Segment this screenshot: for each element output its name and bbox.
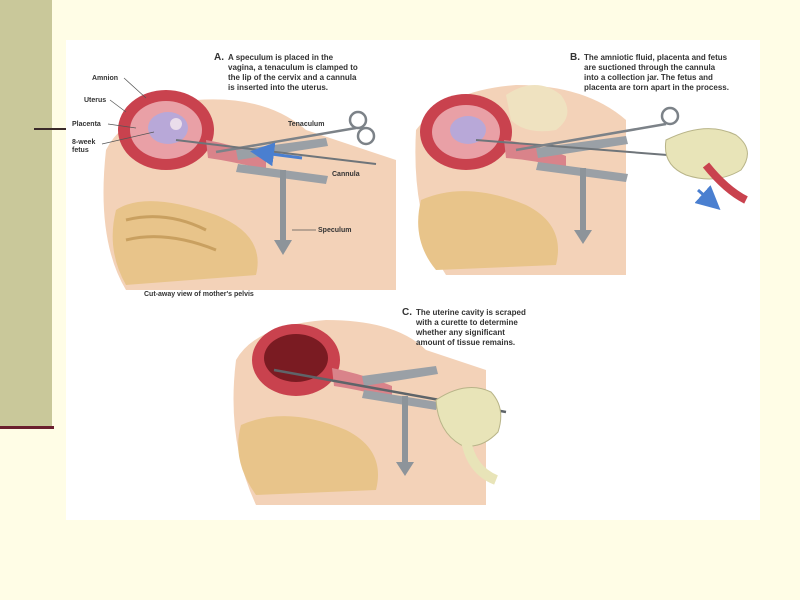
medical-illustration: A. A speculum is placed in the vagina, a… — [66, 40, 760, 520]
label-placenta: Placenta — [72, 121, 101, 128]
panel-a-caption-line-4: is inserted into the uterus. — [228, 83, 328, 92]
sidebar-panel — [0, 0, 52, 428]
panel-b-caption-line-3: into a collection jar. The fetus and — [584, 73, 713, 82]
panel-c-letter: C. — [402, 307, 412, 318]
suction-tube — [702, 162, 748, 204]
fetus — [148, 112, 188, 144]
gloved-hand-c — [435, 387, 502, 447]
pelvic-bone-b — [418, 191, 558, 270]
fetus-b — [450, 116, 486, 144]
panel-b-caption-line-4: placenta are torn apart in the process. — [584, 83, 729, 92]
pelvic-bone — [112, 201, 258, 285]
panel-c-caption-line-3: whether any significant — [415, 328, 505, 337]
insert-arrow — [250, 142, 303, 167]
panel-a-caption-line-2: vagina, a tenaculum is clamped to — [228, 63, 358, 72]
panel-b-letter: B. — [570, 52, 580, 63]
label-fetus-line-2: fetus — [72, 147, 89, 154]
bladder — [506, 85, 568, 132]
illustration-svg: A. A speculum is placed in the vagina, a… — [72, 52, 748, 505]
tenaculum-b — [515, 122, 667, 152]
panel-c: C. The uterine cavity is scraped with a … — [233, 307, 526, 505]
panel-a-letter: A. — [214, 52, 224, 63]
label-fetus-line-1: 8-week — [72, 139, 95, 146]
panel-a-footnote: Cut-away view of mother's pelvis — [144, 291, 254, 298]
panel-a: A. A speculum is placed in the vagina, a… — [72, 52, 396, 298]
panel-b: B. The amniotic fluid, placenta and fetu… — [415, 52, 748, 275]
panel-a-caption-line-3: the lip of the cervix and a cannula — [228, 73, 357, 82]
panel-c-caption-line-4: amount of tissue remains. — [416, 338, 515, 347]
label-cannula: Cannula — [332, 171, 360, 178]
pelvic-bone-c — [238, 416, 378, 495]
suction-arrow — [694, 185, 721, 210]
gloved-hand-b — [664, 128, 748, 180]
cannula — [175, 139, 377, 165]
panel-b-caption-line-1: The amniotic fluid, placenta and fetus — [584, 53, 728, 62]
bullet-tick — [34, 128, 68, 130]
label-tenaculum: Tenaculum — [288, 121, 324, 128]
panel-b-caption-line-2: are suctioned through the cannula — [584, 63, 716, 72]
label-speculum: Speculum — [318, 227, 351, 234]
label-amnion: Amnion — [92, 75, 118, 82]
sidebar-accent-rule — [0, 426, 54, 429]
speculum-handle — [280, 170, 286, 240]
panel-c-caption-line-2: with a curette to determine — [415, 318, 518, 327]
panel-c-caption-line-1: The uterine cavity is scraped — [416, 308, 526, 317]
panel-a-caption-line-1: A speculum is placed in the — [228, 53, 334, 62]
label-uterus: Uterus — [84, 97, 106, 104]
